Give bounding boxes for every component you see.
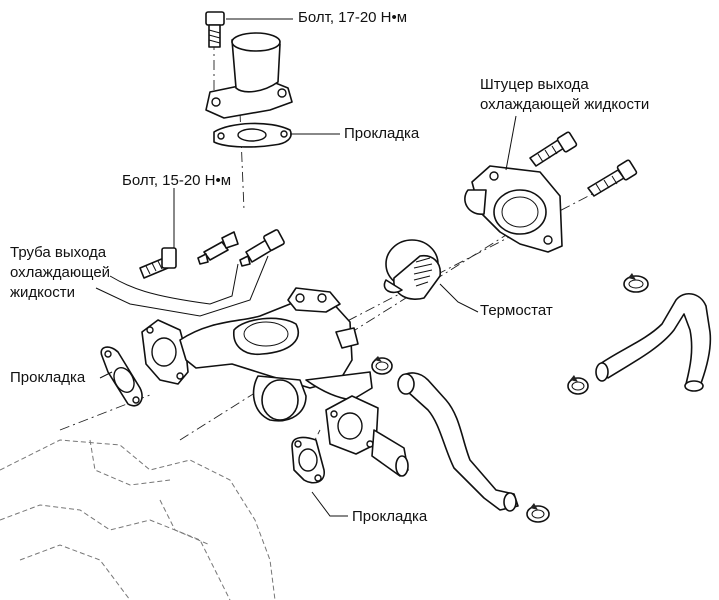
gasket-left-label: Прокладка bbox=[10, 369, 86, 386]
outlet-flange bbox=[325, 395, 409, 477]
pipe-label-line-3: жидкости bbox=[10, 284, 75, 301]
top-outlet-fitting bbox=[205, 32, 293, 119]
hose-clamp-3 bbox=[567, 375, 589, 395]
coolant-outlet-pipe bbox=[141, 287, 373, 422]
bolt-top-label: Болт, 17-20 Н•м bbox=[298, 9, 408, 26]
fitting-bolt-1 bbox=[529, 131, 578, 167]
gasket-bottom-label: Прокладка bbox=[352, 508, 428, 525]
thermostat-label: Термостат bbox=[480, 302, 553, 319]
left-bolt bbox=[139, 247, 177, 279]
thermostat-part bbox=[383, 239, 442, 300]
bolt-left-label: Болт, 15-20 Н•м bbox=[122, 172, 232, 189]
fitting-label-line-2: охлаждающей жидкости bbox=[480, 96, 650, 113]
pipe-label-line-1: Труба выхода bbox=[10, 244, 107, 261]
top-bolt bbox=[205, 11, 225, 48]
upper-hose bbox=[595, 293, 712, 392]
leader-lines bbox=[95, 18, 517, 517]
fitting-bolt-2 bbox=[587, 159, 638, 197]
left-gasket bbox=[100, 346, 143, 407]
engine-block-outline bbox=[0, 439, 276, 600]
hose-clamp-4 bbox=[526, 503, 550, 523]
top-gasket bbox=[213, 122, 292, 148]
gasket-top-label: Прокладка bbox=[344, 125, 420, 142]
temp-sensor-1 bbox=[197, 231, 239, 265]
bottom-gasket bbox=[291, 436, 325, 484]
lower-hose bbox=[397, 372, 519, 512]
coolant-outlet-fitting bbox=[464, 165, 563, 253]
temp-sensor-2 bbox=[239, 229, 285, 267]
fitting-label-line-1: Штуцер выхода bbox=[480, 76, 589, 93]
hose-clamp-2 bbox=[623, 273, 649, 293]
hose-clamp-1 bbox=[371, 356, 393, 375]
pipe-label-line-2: охлаждающей bbox=[10, 264, 111, 281]
